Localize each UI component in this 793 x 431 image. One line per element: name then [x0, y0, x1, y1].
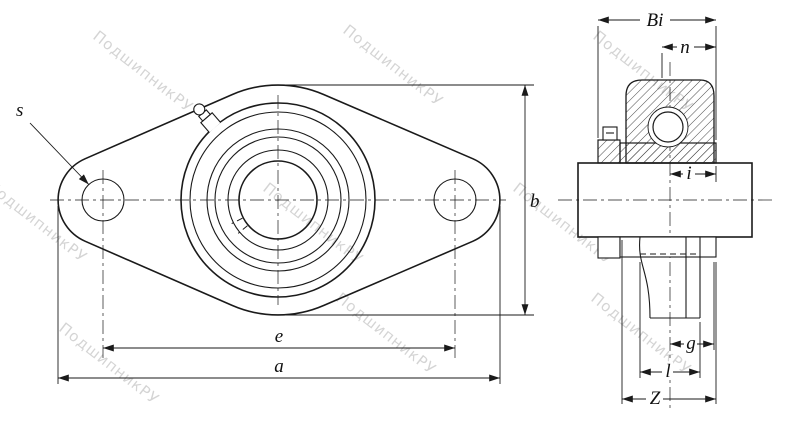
- dim-label-g: g: [686, 333, 696, 354]
- dim-i: i: [670, 163, 717, 184]
- dim-g: g: [670, 262, 715, 354]
- dim-Bi: Bi: [597, 10, 717, 140]
- centerlines-front: [50, 95, 506, 358]
- bolt-hole-right: [433, 178, 477, 222]
- dim-a: a: [57, 206, 501, 384]
- watermark-text: ПодшипникРУ: [588, 289, 695, 378]
- watermark-layer: ПодшипникРУ ПодшипникРУ ПодшипникРУ Подш…: [0, 21, 697, 408]
- dim-l: l: [639, 262, 701, 382]
- locking-collar-section: [597, 139, 621, 164]
- dim-label-Z: Z: [650, 388, 661, 409]
- watermark-text: ПодшипникРУ: [333, 289, 440, 378]
- dim-label-Bi: Bi: [647, 10, 664, 31]
- bolt-hole-left: [81, 178, 125, 222]
- set-screw-hidden-lines: [231, 217, 248, 234]
- watermark-text: ПодшипникРУ: [90, 27, 197, 116]
- dim-label-n: n: [680, 37, 690, 58]
- dim-b: b: [284, 84, 540, 316]
- dim-label-s: s: [16, 100, 23, 121]
- inner-ring-lower: [619, 236, 717, 258]
- dim-e: e: [103, 326, 455, 352]
- watermark-text: ПодшипникРУ: [260, 179, 367, 268]
- dim-Z: Z: [621, 240, 717, 409]
- front-view: s b e a: [16, 84, 540, 384]
- flange-plate-profile: [639, 236, 701, 319]
- dim-n: n: [661, 37, 716, 78]
- side-view: Bi n i g l: [558, 10, 772, 412]
- dim-label-b: b: [530, 191, 540, 212]
- dim-label-e: e: [275, 326, 283, 347]
- ball-bearing: [652, 111, 684, 143]
- dim-label-a: a: [274, 356, 284, 377]
- dim-s: s: [16, 100, 90, 185]
- grease-nipple: [193, 103, 222, 133]
- locking-collar-lower: [597, 236, 621, 259]
- watermark-text: ПодшипникРУ: [56, 319, 163, 408]
- bearing-housing-circles: [180, 102, 376, 298]
- flange-outline: [57, 84, 501, 316]
- watermark-text: ПодшипникРУ: [0, 177, 91, 266]
- dim-label-i: i: [686, 163, 691, 184]
- dim-label-l: l: [665, 361, 670, 382]
- watermark-text: ПодшипникРУ: [340, 21, 447, 110]
- set-screw: [602, 126, 618, 141]
